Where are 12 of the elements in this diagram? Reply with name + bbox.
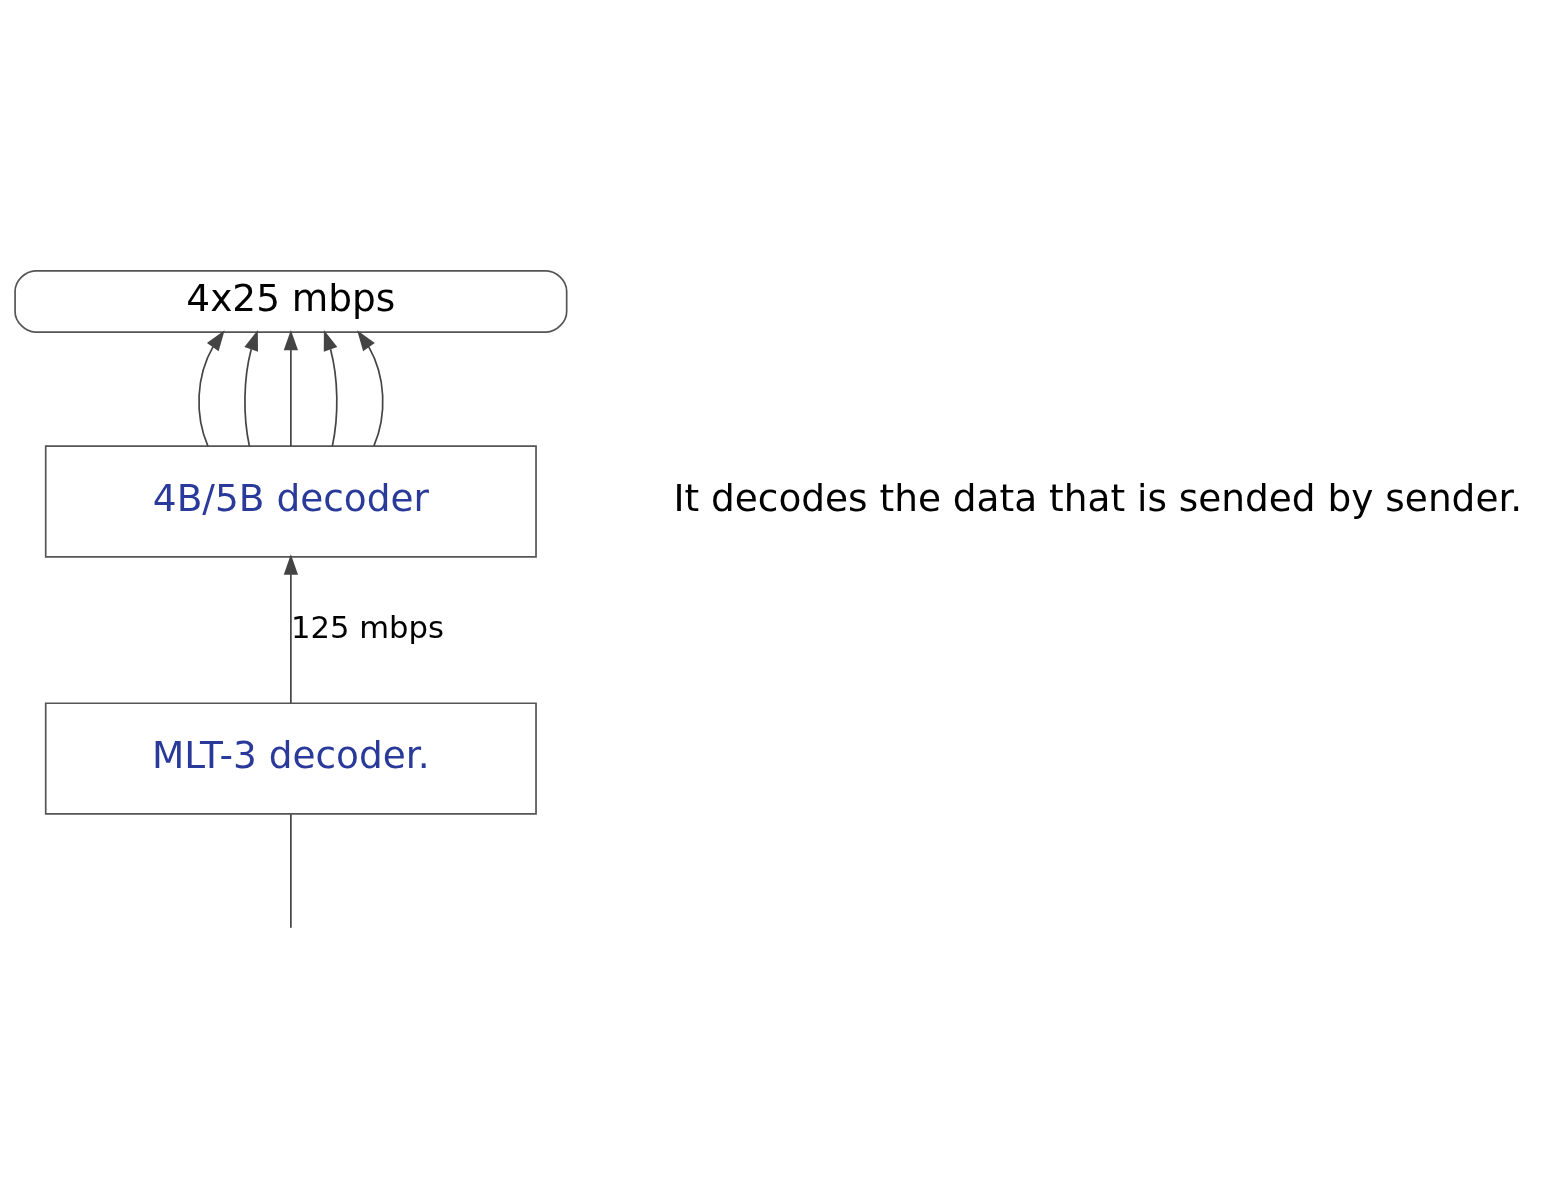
connector <box>290 812 292 929</box>
edge-label: 125 mbps <box>291 609 444 645</box>
arrow <box>323 329 338 447</box>
arrow <box>198 329 225 447</box>
arrow <box>357 329 384 447</box>
node-box: MLT-3 decoder. <box>44 701 537 815</box>
label: It decodes the data that is sended by sender. <box>673 475 1523 520</box>
arrow <box>283 553 299 704</box>
arrow <box>244 329 258 447</box>
node-box: 4B/5B decoder <box>44 444 537 558</box>
arrow <box>283 329 299 447</box>
node-box: 4x25 mbps <box>14 269 568 333</box>
